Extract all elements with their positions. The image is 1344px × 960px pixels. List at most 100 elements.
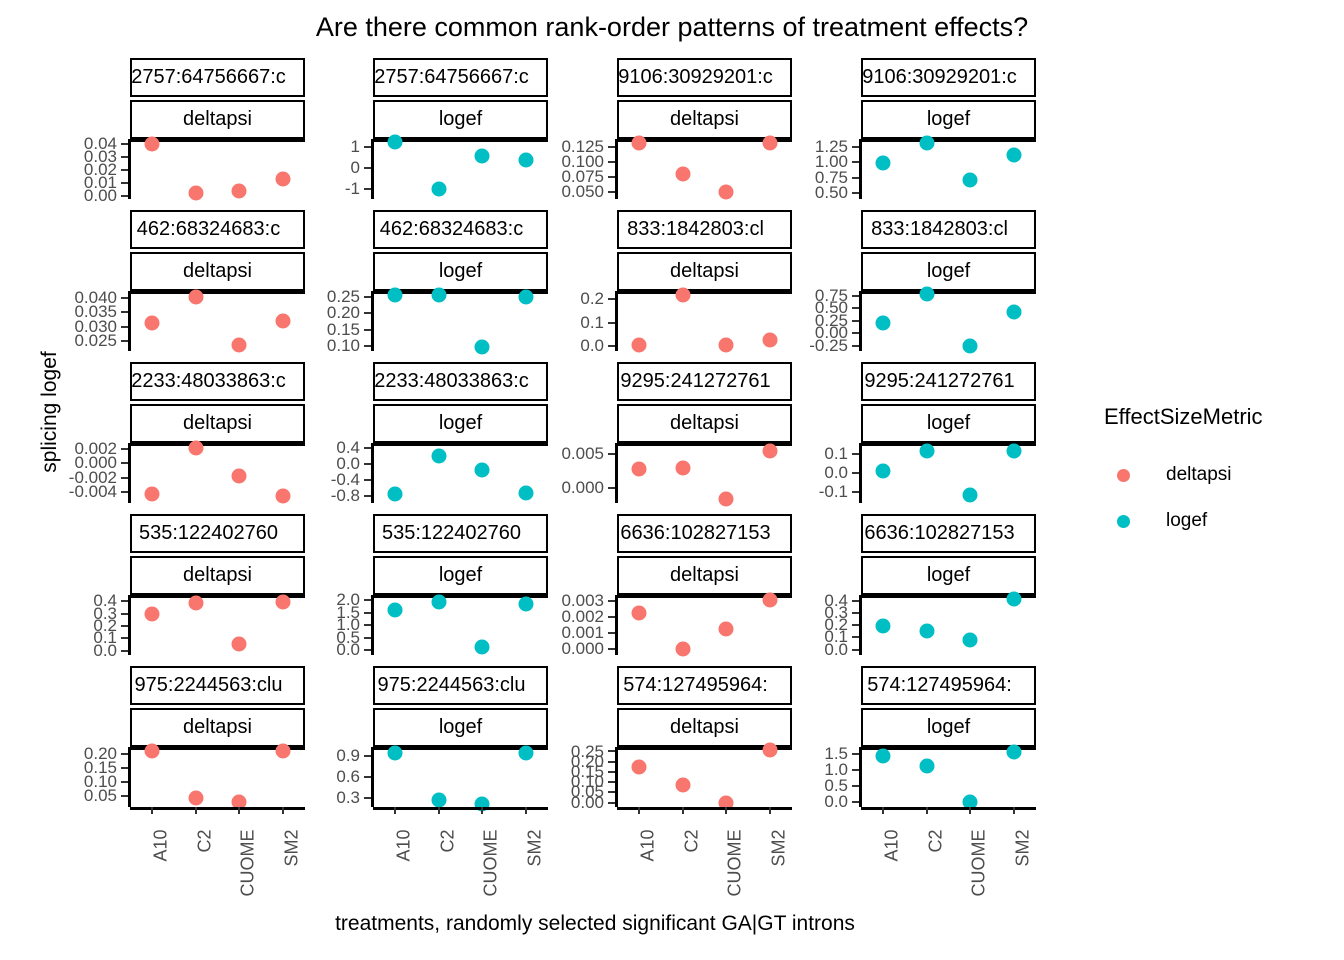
x-tick-label: CUOME (724, 829, 745, 897)
y-axis-line (128, 291, 131, 351)
y-tick-mark (608, 750, 615, 753)
x-axis-line (861, 807, 1036, 810)
panel-top-border (130, 443, 305, 446)
facet-strip-intron: 975:2244563:clu (373, 666, 548, 705)
points-layer (130, 743, 305, 810)
x-tick-label: A10 (881, 829, 902, 862)
x-axis-line (373, 807, 548, 810)
y-tick-label: 1.00 (814, 152, 848, 172)
data-point (188, 790, 204, 806)
data-point (675, 287, 691, 303)
x-tick-label: C2 (194, 829, 215, 853)
plot-area (373, 745, 548, 811)
panel-top-border (373, 747, 548, 750)
points-layer (861, 443, 1036, 503)
data-point (275, 743, 291, 759)
legend-title: EffectSizeMetric (1104, 404, 1263, 429)
plot-area (373, 287, 548, 355)
y-tick-label: 0.075 (561, 166, 604, 186)
points-layer (373, 745, 548, 811)
facet-strip-metric-label: logef (926, 108, 971, 130)
legend-item[interactable]: deltapsi (1104, 452, 1263, 498)
y-tick-mark (608, 160, 615, 163)
facet-strip-intron-label: 2757:64756667:c (374, 66, 529, 88)
panel-top-border (373, 443, 548, 446)
facet-strip-intron-label: 2233:48033863:c (131, 370, 286, 392)
page-title: Are there common rank-order patterns of … (315, 12, 1029, 42)
panel-top-border (617, 291, 792, 294)
y-tick-label: -1 (344, 179, 360, 199)
plot-area (861, 286, 1036, 354)
y-tick-label: 0.001 (561, 623, 604, 643)
y-tick-mark (608, 175, 615, 178)
y-tick-mark (852, 624, 859, 627)
x-tick-mark (525, 807, 528, 814)
y-tick-label: 0.125 (561, 136, 604, 156)
panel-top-border (373, 595, 548, 598)
facet-strip-intron: 2757:64756667:c (130, 58, 305, 97)
y-tick-mark (852, 161, 859, 164)
data-point (275, 488, 291, 504)
legend-key-icon (1104, 514, 1142, 528)
y-axis-line (128, 139, 131, 199)
y-tick-label: -0.4 (330, 469, 360, 489)
y-tick-label: 0.035 (74, 302, 117, 322)
y-tick-mark (121, 637, 128, 640)
plot-area (373, 443, 548, 503)
facet-strip-intron-label: 574:127495964: (623, 674, 768, 696)
data-point (1006, 147, 1022, 163)
data-point (431, 792, 447, 808)
y-tick-label: 0.00 (570, 792, 604, 812)
data-point (718, 337, 734, 353)
data-point (188, 185, 204, 201)
data-point (631, 759, 647, 775)
y-axis-line (371, 443, 374, 503)
facet-strip-metric: deltapsi (617, 100, 792, 139)
y-tick-mark (364, 312, 371, 315)
y-tick-mark (121, 325, 128, 328)
y-tick-label: 0.25 (814, 310, 848, 330)
x-tick-label: CUOME (480, 829, 501, 897)
y-tick-mark (852, 452, 859, 455)
points-layer (130, 136, 305, 201)
facet-strip-intron: 462:68324683:c (373, 210, 548, 249)
y-axis-line (859, 291, 862, 351)
y-tick-mark (364, 345, 371, 348)
legend-item[interactable]: logef (1104, 498, 1263, 544)
data-point (275, 171, 291, 187)
y-tick-label: 1.5 (824, 744, 848, 764)
facet-strip-intron-label: 9295:241272761 (620, 370, 771, 392)
y-tick-mark (121, 649, 128, 652)
data-point (1006, 443, 1022, 459)
facet-strip-metric: deltapsi (617, 404, 792, 443)
facet-strip-metric-label: deltapsi (183, 716, 252, 738)
plot-area (130, 289, 305, 353)
facet-strip-intron: 535:122402760 (130, 514, 305, 553)
y-tick-label: 1.0 (336, 615, 360, 635)
y-tick-label: 0.25 (326, 286, 360, 306)
facet-strip-intron-label: 535:122402760 (138, 522, 279, 544)
facet-strip-intron: 9106:30929201:c (861, 58, 1036, 97)
x-tick-mark (481, 807, 484, 814)
y-tick-label: 0.25 (570, 741, 604, 761)
y-tick-label: 0.75 (814, 285, 848, 305)
y-tick-label: 0.4 (93, 591, 117, 611)
y-axis-line (615, 595, 618, 655)
facet-strip-intron: 833:1842803:cl (617, 210, 792, 249)
y-tick-mark (852, 344, 859, 347)
points-layer (617, 443, 792, 507)
facet-strip-intron-label: 975:2244563:clu (377, 674, 526, 696)
facet-strip-metric-label: deltapsi (183, 412, 252, 434)
y-tick-mark (608, 487, 615, 489)
y-tick-mark (852, 491, 859, 494)
y-tick-mark (364, 796, 371, 799)
facet-strip-metric-label: deltapsi (670, 716, 739, 738)
panel-top-border (861, 291, 1036, 294)
data-point (144, 743, 160, 759)
